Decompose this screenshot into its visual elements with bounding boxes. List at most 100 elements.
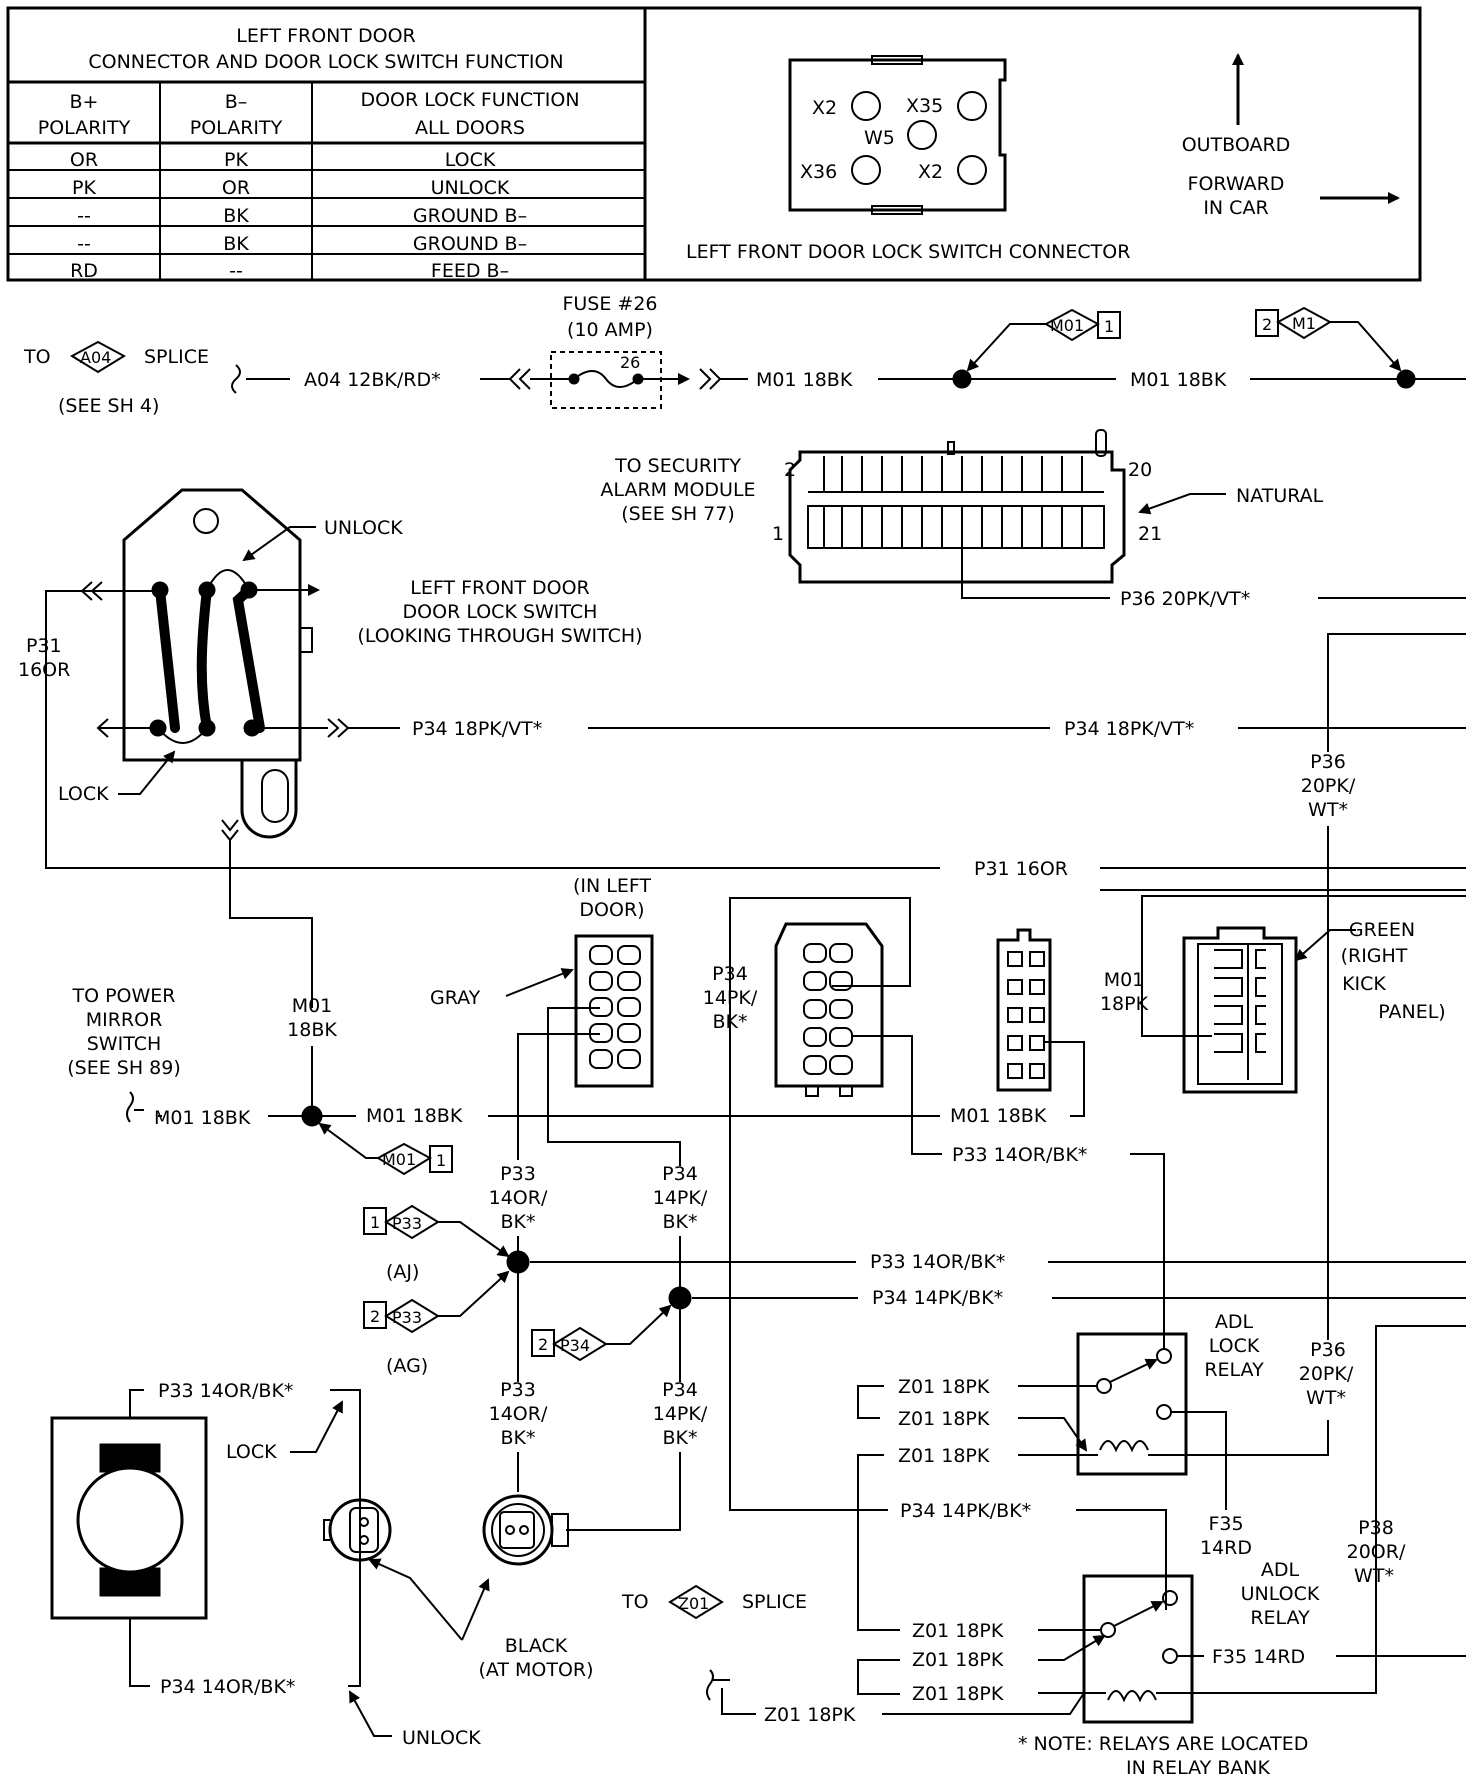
p31-wire-label: P31 16OR — [974, 858, 1068, 880]
p34-wire-label: P34 14OR/BK* — [160, 1676, 295, 1698]
table-cell: OR — [70, 149, 98, 171]
adl-unlock-relay: ADL UNLOCK RELAY Z01 18PK Z01 18PK Z01 1… — [706, 1325, 1466, 1726]
splice-label: SPLICE — [144, 346, 209, 368]
pin-number: 20 — [1128, 459, 1152, 481]
relay-note: * NOTE: RELAYS ARE LOCATED IN RELAY BANK — [1018, 1733, 1308, 1779]
table-cell: RD — [70, 260, 98, 282]
p34-wire-label: P34 14PK/BK* — [872, 1287, 1003, 1309]
p33-gauge: 14OR/ — [489, 1403, 548, 1425]
m01-wire-label: M01 18BK — [756, 369, 853, 391]
kick-panel-connector-green: GREEN (RIGHT KICK PANEL) M01 18PK — [1100, 895, 1466, 1094]
splice-pin: 1 — [1104, 317, 1114, 336]
header-b-minus-2: POLARITY — [190, 117, 283, 139]
table-cell: OR — [222, 177, 250, 199]
m01-label: M01 — [382, 1150, 416, 1169]
gray-label: GRAY — [430, 987, 481, 1009]
p34-label: P34 — [712, 963, 748, 985]
p34-gauge: 14PK/ — [653, 1403, 708, 1425]
p34-14pkbk-run: P34 14PK/ BK* P34 14PK/BK* — [703, 897, 1167, 1610]
m01-wire-label: M01 18BK — [1130, 369, 1227, 391]
a04-wire-label: A04 12BK/RD* — [304, 369, 441, 391]
switch-label-3: (LOOKING THROUGH SWITCH) — [357, 625, 642, 647]
p33-diamond: P33 — [392, 1308, 422, 1327]
header-b-plus: B+ — [70, 91, 99, 113]
header-function: DOOR LOCK FUNCTION — [360, 89, 579, 111]
z01-wire-label: Z01 18PK — [912, 1620, 1004, 1642]
splice-pin: 1 — [436, 1151, 446, 1170]
p36-label: P36 — [1310, 1339, 1346, 1361]
p33-p34-splices: P33 14OR/ BK* P34 14PK/ BK* P33 14OR/BK*… — [363, 1007, 1466, 1531]
header-function-2: ALL DOORS — [415, 117, 525, 139]
f35-wire-label: F35 14RD — [1212, 1646, 1305, 1668]
fuse-rating: (10 AMP) — [567, 319, 653, 341]
pin-label: X35 — [906, 95, 943, 117]
table-title-2: CONNECTOR AND DOOR LOCK SWITCH FUNCTION — [88, 51, 563, 73]
pin-label: W5 — [864, 127, 895, 149]
table-cell: -- — [77, 205, 91, 227]
p33-wire-label: P33 14OR/BK* — [952, 1144, 1087, 1166]
fuse-26: FUSE #26 (10 AMP) 26 — [530, 293, 748, 409]
security-label: TO SECURITY — [614, 455, 741, 477]
in-door-label-2: DOOR) — [579, 899, 644, 921]
m01-label: M01 — [1050, 316, 1084, 335]
natural-label: NATURAL — [1236, 485, 1324, 507]
p34-color: BK* — [713, 1011, 748, 1033]
door-lock-motor: P33 14OR/BK* P34 14OR/BK* LOCK UNLOCK BL… — [50, 1380, 594, 1749]
table-cell: -- — [229, 260, 243, 282]
p34-label: P34 — [662, 1163, 698, 1185]
m01-vert-gauge: 18BK — [287, 1019, 337, 1041]
table-cell: BK — [223, 205, 249, 227]
pin-number: 1 — [772, 523, 784, 545]
z01-wire-label: Z01 18PK — [898, 1376, 990, 1398]
ag-label: (AG) — [386, 1355, 428, 1377]
mirror-label-3: SWITCH — [87, 1033, 162, 1055]
table-cell: BK — [223, 233, 249, 255]
green-label-4: PANEL) — [1378, 1001, 1445, 1023]
forward-label-2: IN CAR — [1203, 197, 1268, 219]
f35-label: F35 — [1208, 1513, 1243, 1535]
p33-color: BK* — [501, 1427, 536, 1449]
mirror-label: TO POWER — [71, 985, 175, 1007]
p36-wire-label: P36 20PK/VT* — [1120, 588, 1250, 610]
p38-gauge: 20OR/ — [1347, 1541, 1406, 1563]
p34-wire-label: P34 18PK/VT* — [412, 718, 542, 740]
p33-label: P33 — [500, 1163, 536, 1185]
relay-label-2: LOCK — [1209, 1335, 1260, 1357]
switch-connector-view: X2 X35 W5 X36 X2 OUTBOARD FORWARD IN CAR… — [686, 53, 1400, 263]
fuse-number: 26 — [620, 353, 640, 372]
table-cell: GROUND B– — [413, 233, 527, 255]
z01-splice: TO Z01 SPLICE — [621, 1584, 807, 1620]
table-cell: PK — [72, 177, 96, 199]
header-b-plus-2: POLARITY — [38, 117, 131, 139]
m01-pk-gauge: 18PK — [1100, 993, 1149, 1015]
adl-lock-relay: ADL LOCK RELAY Z01 18PK Z01 18PK Z01 18P… — [857, 1311, 1354, 1631]
forward-label: FORWARD — [1188, 173, 1285, 195]
splice-pin: 2 — [1262, 315, 1272, 334]
relay-label: ADL — [1261, 1559, 1300, 1581]
z01-wire-label: Z01 18PK — [912, 1649, 1004, 1671]
z01-wire-label: Z01 18PK — [912, 1683, 1004, 1705]
m01-feed: M01 18BK M01 18BK M01 1 2 M1 — [756, 306, 1466, 391]
p33-label: P33 — [500, 1379, 536, 1401]
green-label-2: (RIGHT — [1341, 945, 1408, 967]
see-sh4-label: (SEE SH 4) — [58, 395, 159, 417]
polarity-table: LEFT FRONT DOOR CONNECTOR AND DOOR LOCK … — [8, 25, 645, 282]
m01-pk-label: M01 — [1104, 969, 1145, 991]
relay-label-3: RELAY — [1204, 1359, 1264, 1381]
splice-pin: 2 — [370, 1307, 380, 1326]
mid-connector-1 — [774, 922, 884, 1097]
p33-relay-run: P33 14OR/BK* — [852, 1035, 1165, 1346]
table-cell: UNLOCK — [431, 177, 510, 199]
note-text-2: IN RELAY BANK — [1126, 1757, 1270, 1779]
splice-pin: 1 — [370, 1213, 380, 1232]
security-label-3: (SEE SH 77) — [621, 503, 735, 525]
in-door-label: (IN LEFT — [573, 875, 651, 897]
unlock-label: UNLOCK — [324, 517, 403, 539]
to-label: TO — [621, 1591, 649, 1613]
m01-wire-label: M01 18BK — [366, 1105, 463, 1127]
pin-label: X2 — [812, 97, 837, 119]
note-text: * NOTE: RELAYS ARE LOCATED — [1018, 1733, 1308, 1755]
p34-wire-label: P34 18PK/VT* — [1064, 718, 1194, 740]
table-cell: PK — [224, 149, 248, 171]
